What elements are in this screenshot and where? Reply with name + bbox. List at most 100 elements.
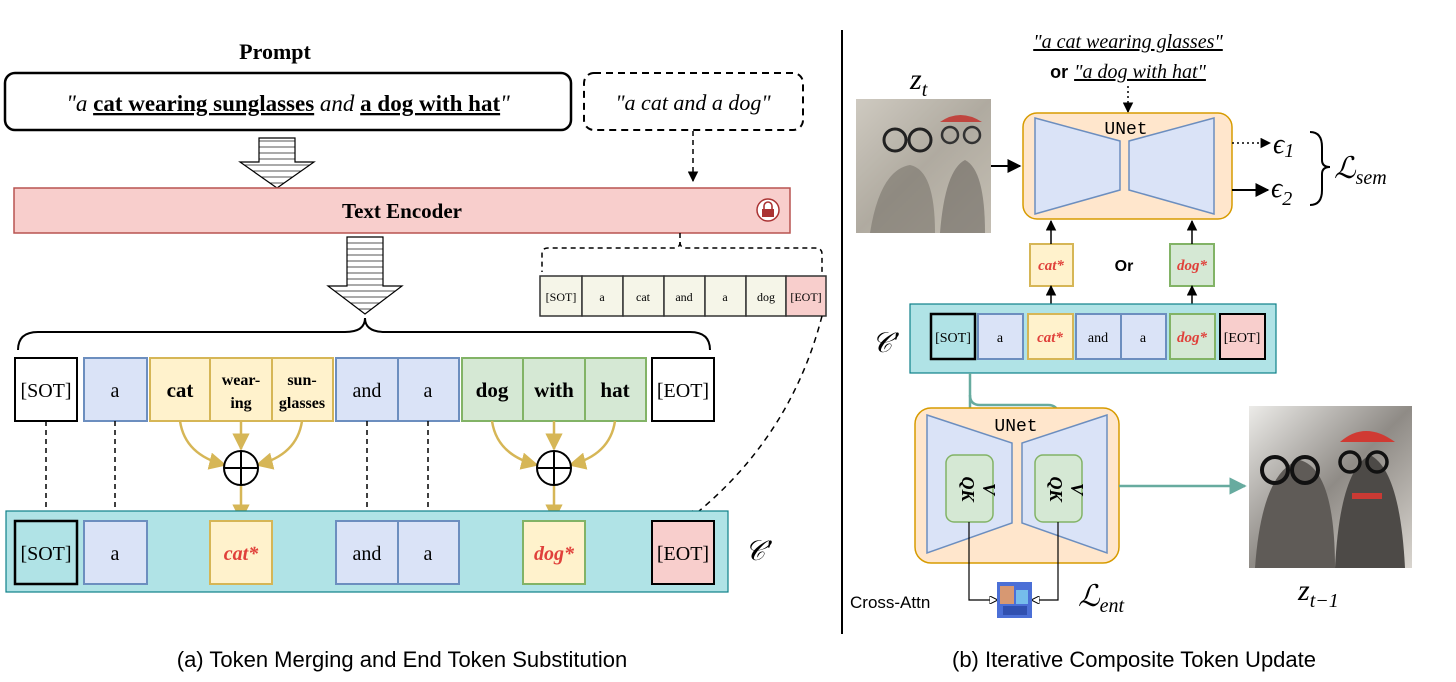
token-wearing-box bbox=[209, 357, 273, 422]
token-with: with bbox=[534, 378, 574, 402]
unet-top-decoder-shape bbox=[1128, 117, 1215, 215]
token-hat: hat bbox=[600, 378, 629, 402]
bottom-token-cat-star: cat* bbox=[224, 543, 259, 565]
right-c-prime: 𝒞′ bbox=[872, 328, 900, 359]
or-label: Or bbox=[1115, 258, 1134, 275]
right-token-dog-star: dog* bbox=[1177, 330, 1208, 346]
small-token-cat: cat bbox=[636, 290, 651, 304]
unet-input-cat: cat* bbox=[1038, 258, 1064, 274]
right-token-row: [SOT] a cat* and a dog* [EOT] bbox=[929, 312, 1266, 361]
qk-right: QK bbox=[1046, 476, 1066, 503]
prompt-box bbox=[3, 71, 573, 132]
right-token-sot: [SOT] bbox=[935, 331, 971, 346]
token-wearing-2: ing bbox=[230, 395, 251, 412]
z-t1-label: zt−1 bbox=[1297, 574, 1339, 612]
prompt-open: "a bbox=[66, 91, 93, 116]
token-brace bbox=[17, 317, 711, 351]
noisy-image bbox=[856, 99, 991, 233]
token-hat-box bbox=[584, 357, 647, 422]
right-token-dog-box bbox=[1169, 313, 1216, 360]
right-token-a2: a bbox=[1140, 331, 1147, 346]
sem-or: or bbox=[1050, 62, 1068, 82]
eps2-label: ϵ2 bbox=[1271, 173, 1292, 210]
token-sunglasses-box bbox=[271, 357, 334, 422]
bottom-token-dog-star: dog* bbox=[534, 543, 575, 565]
text-encoder-box bbox=[13, 187, 791, 234]
bottom-token-a2: a bbox=[424, 543, 433, 565]
arrow-cross-attn-left bbox=[968, 522, 997, 600]
output-image bbox=[1249, 406, 1412, 568]
token-a2-box bbox=[397, 357, 460, 422]
right-token-cat-box bbox=[1027, 313, 1074, 360]
token-a1: a bbox=[111, 380, 120, 402]
small-bracket-left bbox=[541, 233, 681, 272]
prompt-text: "a cat wearing sunglasses and a dog with… bbox=[66, 91, 510, 116]
bottom-token-dog-box bbox=[522, 520, 586, 585]
prompt-close: " bbox=[500, 91, 510, 116]
token-wearing-1: wear- bbox=[222, 372, 261, 389]
bottom-token-a-box bbox=[83, 520, 148, 585]
l-sem-label: ℒsem bbox=[1334, 152, 1387, 189]
z-t-label: zt bbox=[909, 63, 928, 101]
right-token-and: and bbox=[1088, 331, 1108, 346]
hollow-arrow-prompt bbox=[238, 137, 316, 189]
cat-plus-icon bbox=[223, 450, 259, 486]
token-sot: [SOT] bbox=[20, 380, 71, 402]
lock-icon bbox=[756, 198, 780, 222]
alt-prompt-text: "a cat and a dog" bbox=[615, 90, 771, 115]
bottom-token-row: [SOT] a cat* and a dog* [EOT] bbox=[13, 519, 715, 586]
right-token-eot: [EOT] bbox=[1224, 331, 1261, 346]
prompt-cat-phrase: cat wearing sunglasses bbox=[93, 91, 314, 116]
small-token-cat-box bbox=[622, 275, 665, 317]
sem-prompt-2: "a dog with hat" bbox=[1074, 61, 1206, 83]
bottom-token-cat-box bbox=[209, 520, 273, 585]
unet-bottom-label: UNet bbox=[994, 417, 1037, 437]
small-token-row: [SOT] a cat and a dog [EOT] bbox=[539, 275, 827, 317]
prompt-dog-phrase: a dog with hat bbox=[360, 91, 500, 116]
text-encoder-label: Text Encoder bbox=[342, 199, 462, 223]
right-token-a: a bbox=[997, 331, 1004, 346]
right-caption: (b) Iterative Composite Token Update bbox=[952, 647, 1316, 672]
bottom-token-sot: [SOT] bbox=[20, 543, 71, 565]
small-token-and-box bbox=[663, 275, 706, 317]
hollow-arrow-encoder bbox=[326, 236, 404, 315]
token-eot: [EOT] bbox=[657, 380, 709, 402]
bottom-token-and: and bbox=[353, 543, 382, 565]
eps1-label: ϵ1 bbox=[1273, 129, 1294, 162]
attention-map-thumbnail bbox=[997, 582, 1032, 618]
small-token-and: and bbox=[675, 290, 692, 304]
dog-plus-icon bbox=[536, 450, 572, 486]
v-left: V bbox=[979, 483, 999, 497]
prompt-title: Prompt bbox=[239, 39, 311, 64]
prompt-and: and bbox=[314, 91, 360, 116]
bottom-token-sot-box bbox=[13, 519, 79, 586]
left-c-prime: 𝒞′ bbox=[745, 536, 773, 567]
bottom-token-and-box bbox=[335, 520, 399, 585]
v-right: V bbox=[1067, 483, 1087, 497]
token-a2: a bbox=[424, 380, 433, 402]
unet-top-encoder-shape bbox=[1034, 117, 1121, 215]
cross-attn-label: Cross-Attn bbox=[850, 593, 930, 612]
bottom-token-eot-box bbox=[651, 520, 715, 585]
token-cat: cat bbox=[167, 378, 194, 402]
eps-brace bbox=[1309, 131, 1331, 206]
token-sot-box bbox=[14, 357, 78, 422]
dog-merge bbox=[490, 420, 617, 522]
arrow-eot-substitution bbox=[687, 315, 823, 521]
arrow-cross-attn-right bbox=[1032, 522, 1059, 600]
bottom-token-a: a bbox=[111, 543, 120, 565]
small-token-a-box bbox=[581, 275, 624, 317]
right-token-a2-box bbox=[1120, 313, 1167, 360]
token-with-box bbox=[522, 357, 586, 422]
bottom-token-eot: [EOT] bbox=[657, 543, 709, 565]
small-token-a2-box bbox=[704, 275, 747, 317]
left-caption: (a) Token Merging and End Token Substitu… bbox=[177, 647, 627, 672]
unet-input-dog: dog* bbox=[1177, 258, 1208, 274]
token-sunglasses-2: glasses bbox=[279, 395, 325, 412]
token-dog: dog bbox=[476, 378, 509, 402]
token-and: and bbox=[353, 380, 382, 402]
qk-left: QK bbox=[958, 476, 978, 503]
token-a1-box bbox=[83, 357, 148, 422]
right-token-sot-box bbox=[929, 312, 977, 361]
